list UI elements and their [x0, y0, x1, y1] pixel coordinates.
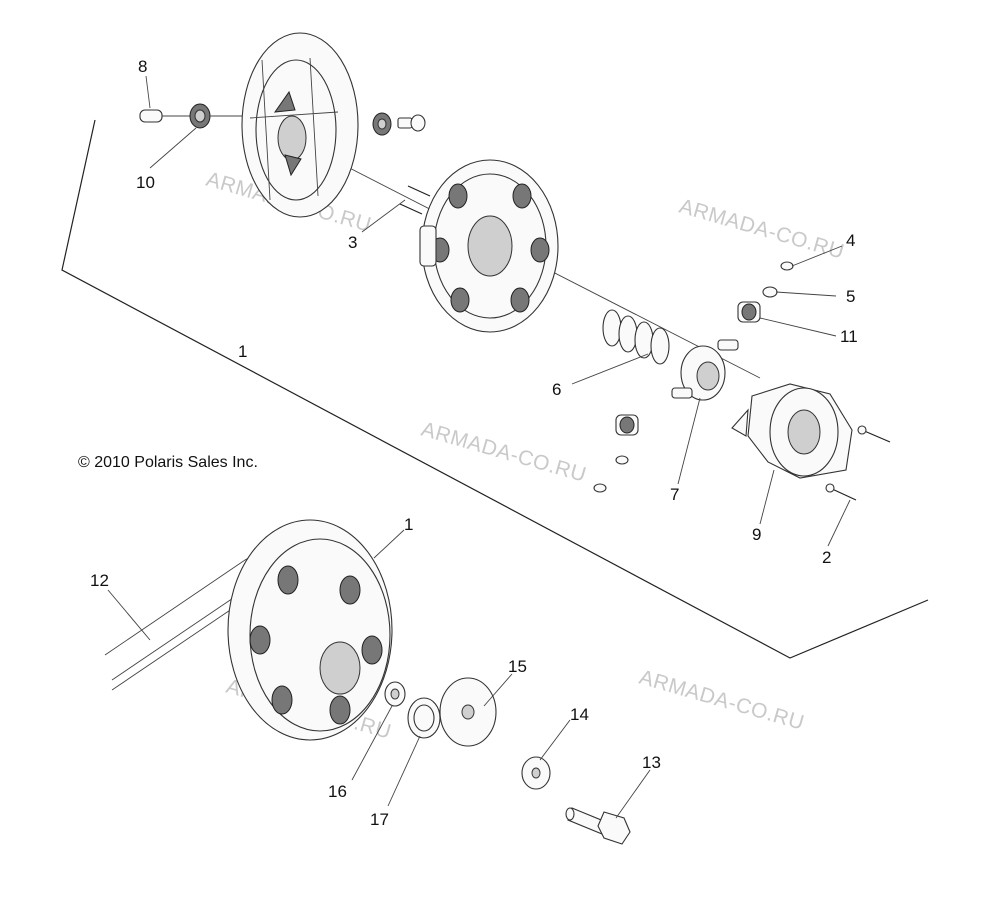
leader-9 [759, 469, 775, 525]
leader-2 [827, 499, 851, 547]
callout-7: 7 [670, 485, 679, 504]
callout-13: 13 [642, 753, 661, 772]
leader-8 [145, 75, 151, 109]
stationary-sheave [419, 159, 559, 333]
callout-3: 3 [348, 233, 357, 252]
cover-part-9 [731, 383, 853, 479]
callout-4: 4 [846, 231, 855, 250]
leader-12 [107, 589, 151, 641]
callout-1-top: 1 [238, 342, 247, 361]
leader-13 [615, 769, 651, 819]
roller-part-11 [737, 301, 761, 323]
washer-part-15 [439, 677, 497, 747]
leader-14 [539, 719, 571, 761]
roller-and-screw [372, 112, 426, 136]
washer-part-5 [762, 286, 778, 298]
callout-17: 17 [370, 810, 389, 829]
pins-part-3 [399, 185, 431, 215]
callout-11: 11 [840, 327, 858, 346]
leader-11 [759, 317, 837, 337]
pin-part-8 [139, 109, 192, 123]
callout-12: 12 [90, 571, 109, 590]
callout-6: 6 [552, 380, 561, 399]
spring-part-6 [602, 309, 670, 365]
leader-3 [361, 199, 406, 233]
screws-part-2 [825, 425, 891, 501]
assembly-bracket-line [61, 119, 929, 659]
roller-part-10 [189, 103, 248, 129]
leader-10 [149, 127, 197, 169]
assembled-clutch [227, 519, 393, 741]
washer-part-17 [407, 697, 441, 739]
callout-2: 2 [822, 548, 831, 567]
callout-5: 5 [846, 287, 855, 306]
washer-part-16 [384, 681, 406, 707]
leader-15 [483, 673, 513, 707]
watermark-3: ARMADA-CO.RU [419, 418, 589, 487]
leader-5 [775, 291, 837, 297]
watermark-4: ARMADA-CO.RU [637, 666, 807, 735]
watermark-2: ARMADA-CO.RU [677, 195, 847, 264]
leader-7 [677, 397, 701, 485]
cam-part-7 [671, 339, 739, 401]
callout-10: 10 [136, 173, 155, 192]
callout-9: 9 [752, 525, 761, 544]
washer-part-14 [521, 756, 551, 790]
movable-sheave [241, 32, 359, 218]
leader-6 [571, 353, 649, 385]
leader-4 [791, 245, 843, 267]
callout-15: 15 [508, 657, 527, 676]
callout-1-bottom: 1 [404, 515, 413, 534]
roller-lower [615, 414, 639, 436]
callout-labels: 8 10 3 4 5 11 1 6 7 9 2 1 12 15 14 13 16… [90, 57, 858, 829]
leader-lines [107, 75, 851, 819]
copyright-text: © 2010 Polaris Sales Inc. [78, 454, 258, 471]
callout-16: 16 [328, 782, 347, 801]
leader-1-bottom [373, 529, 405, 559]
bolt-part-13 [565, 807, 631, 845]
clip-part-4 [780, 261, 794, 271]
leader-17 [387, 735, 421, 807]
callout-8: 8 [138, 57, 147, 76]
lower-clips [593, 455, 629, 493]
callout-14: 14 [570, 705, 589, 724]
leader-16 [351, 705, 393, 781]
